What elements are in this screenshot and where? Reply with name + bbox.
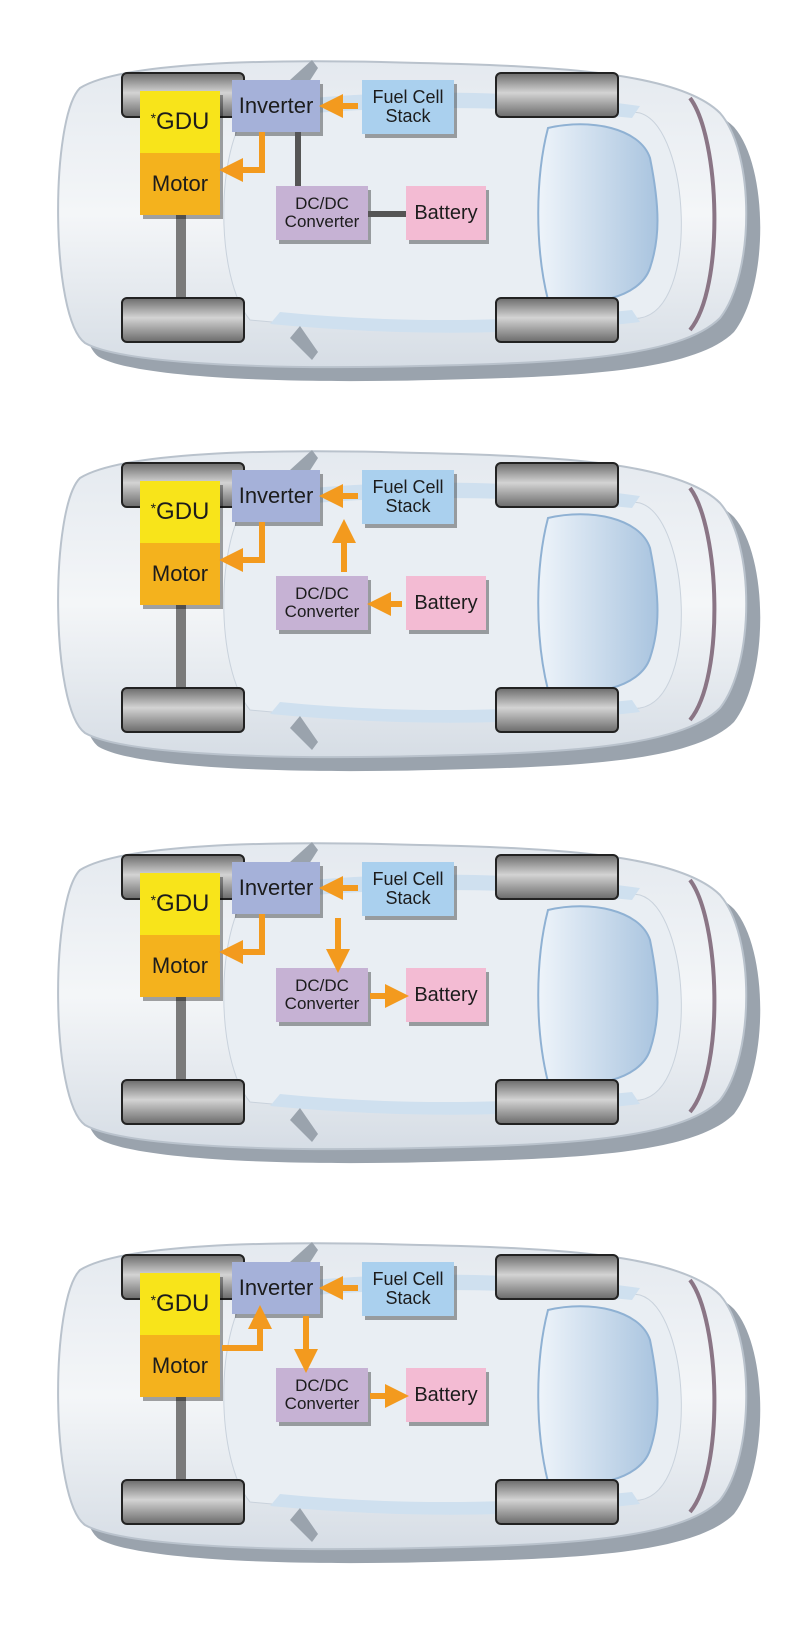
fuel-cell-label-line1: Fuel Cell: [372, 87, 444, 108]
battery-label: Battery: [414, 591, 478, 614]
battery-box: Battery: [406, 968, 486, 1022]
dcdc-converter-box: DC/DC Converter: [276, 186, 368, 240]
dcdc-label-line1: DC/DC: [295, 976, 349, 996]
gdu-label: GDU: [156, 890, 210, 918]
dcdc-converter-box: DC/DC Converter: [276, 968, 368, 1022]
inverter-box: Inverter: [232, 862, 320, 914]
fuel-cell-label-line2: Stack: [385, 888, 431, 908]
motor-box: Motor: [140, 153, 220, 215]
gdu-footnote-mark: *: [150, 1291, 157, 1308]
fuel-cell-label-line1: Fuel Cell: [372, 869, 444, 890]
motor-label: Motor: [151, 953, 209, 979]
battery-box: Battery: [406, 186, 486, 240]
powertrain-panel-4: *GDU Motor Inverter Fuel Cell Stack DC/D…: [0, 1200, 800, 1580]
inverter-box: Inverter: [232, 470, 320, 522]
fuel-cell-label-line2: Stack: [385, 496, 431, 516]
fuel-cell-stack-box: Fuel Cell Stack: [362, 862, 454, 916]
gdu-label: GDU: [156, 1290, 210, 1318]
battery-label: Battery: [414, 983, 478, 1006]
dcdc-label-line1: DC/DC: [295, 584, 349, 604]
gdu-footnote-mark: *: [150, 499, 157, 516]
inverter-label: Inverter: [238, 1275, 314, 1301]
dcdc-label-line2: Converter: [284, 212, 360, 231]
motor-box: Motor: [140, 543, 220, 605]
gdu-footnote-mark: *: [150, 109, 157, 126]
inverter-label: Inverter: [238, 875, 314, 901]
dcdc-label-line2: Converter: [284, 1394, 360, 1413]
dcdc-converter-box: DC/DC Converter: [276, 576, 368, 630]
fuel-cell-stack-box: Fuel Cell Stack: [362, 80, 454, 134]
battery-box: Battery: [406, 1368, 486, 1422]
battery-label: Battery: [414, 201, 478, 224]
car-top-view: [57, 1242, 761, 1564]
fuel-cell-label-line2: Stack: [385, 1288, 431, 1308]
motor-label: Motor: [151, 171, 209, 197]
dcdc-label-line1: DC/DC: [295, 1376, 349, 1396]
gdu-label: GDU: [156, 498, 210, 526]
battery-box: Battery: [406, 576, 486, 630]
dcdc-label-line2: Converter: [284, 994, 360, 1013]
gdu-box: *GDU: [140, 91, 220, 153]
motor-label: Motor: [151, 1353, 209, 1379]
fuel-cell-stack-box: Fuel Cell Stack: [362, 470, 454, 524]
inverter-box: Inverter: [232, 80, 320, 132]
fuel-cell-label-line1: Fuel Cell: [372, 1269, 444, 1290]
car-top-view: [57, 60, 761, 382]
motor-label: Motor: [151, 561, 209, 587]
gdu-footnote-mark: *: [150, 891, 157, 908]
battery-label: Battery: [414, 1383, 478, 1406]
gdu-box: *GDU: [140, 1273, 220, 1335]
motor-box: Motor: [140, 1335, 220, 1397]
inverter-label: Inverter: [238, 93, 314, 119]
car-top-view: [57, 842, 761, 1164]
gdu-label: GDU: [156, 108, 210, 136]
gdu-box: *GDU: [140, 873, 220, 935]
dcdc-label-line1: DC/DC: [295, 194, 349, 214]
car-top-view: [57, 450, 761, 772]
dcdc-label-line2: Converter: [284, 602, 360, 621]
powertrain-panel-3: *GDU Motor Inverter Fuel Cell Stack DC/D…: [0, 800, 800, 1180]
fuel-cell-stack-box: Fuel Cell Stack: [362, 1262, 454, 1316]
powertrain-panel-2: *GDU Motor Inverter Fuel Cell Stack DC/D…: [0, 408, 800, 788]
powertrain-panel-1: *GDU Motor Inverter Fuel Cell Stack DC/D…: [0, 18, 800, 398]
dcdc-converter-box: DC/DC Converter: [276, 1368, 368, 1422]
gdu-box: *GDU: [140, 481, 220, 543]
inverter-label: Inverter: [238, 483, 314, 509]
fuel-cell-label-line1: Fuel Cell: [372, 477, 444, 498]
inverter-box: Inverter: [232, 1262, 320, 1314]
fuel-cell-label-line2: Stack: [385, 106, 431, 126]
motor-box: Motor: [140, 935, 220, 997]
